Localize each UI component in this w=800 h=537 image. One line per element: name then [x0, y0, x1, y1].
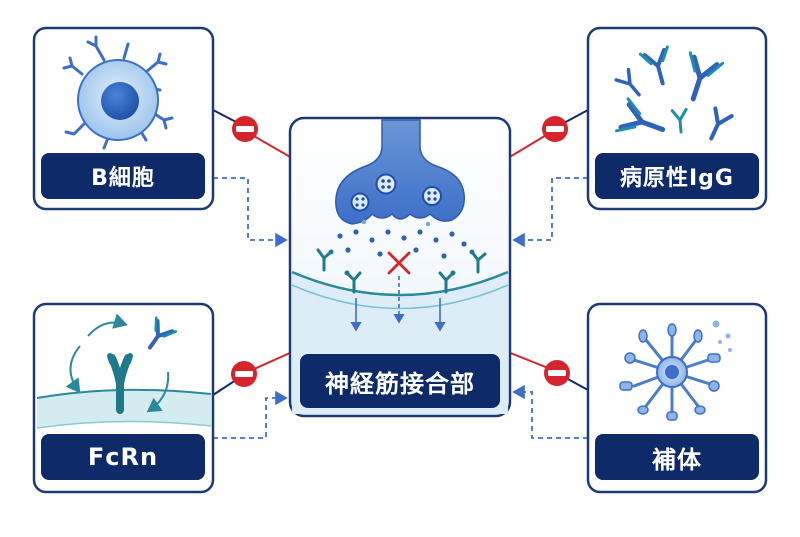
fcrn-label: FcRn: [41, 434, 205, 480]
inhibit-connectors: [212, 109, 589, 396]
dashed-arrows: [213, 177, 588, 439]
inhibit-icon: [231, 361, 257, 387]
inhibit-icon: [544, 360, 570, 386]
b-cell-icon: [62, 35, 174, 150]
inhibit-icon: [232, 116, 258, 142]
b-cell-label: B細胞: [41, 153, 205, 199]
complement-icon: [619, 320, 732, 421]
fcrn-receptor-icon: [36, 313, 212, 429]
block-x-icon: [387, 251, 411, 275]
neurotransmitter-dots: [337, 219, 467, 259]
pathogenic-igg-label: 病原性IgG: [595, 153, 759, 199]
receptor-icon: [316, 248, 487, 294]
complement-label: 補体: [595, 434, 759, 480]
synaptic-vesicles: [350, 173, 442, 212]
inhibit-icon: [542, 116, 568, 142]
ion-flow-arrows: [350, 276, 446, 332]
nmj-label: 神経筋接合部: [300, 354, 500, 408]
antibody-icon: [614, 45, 734, 141]
